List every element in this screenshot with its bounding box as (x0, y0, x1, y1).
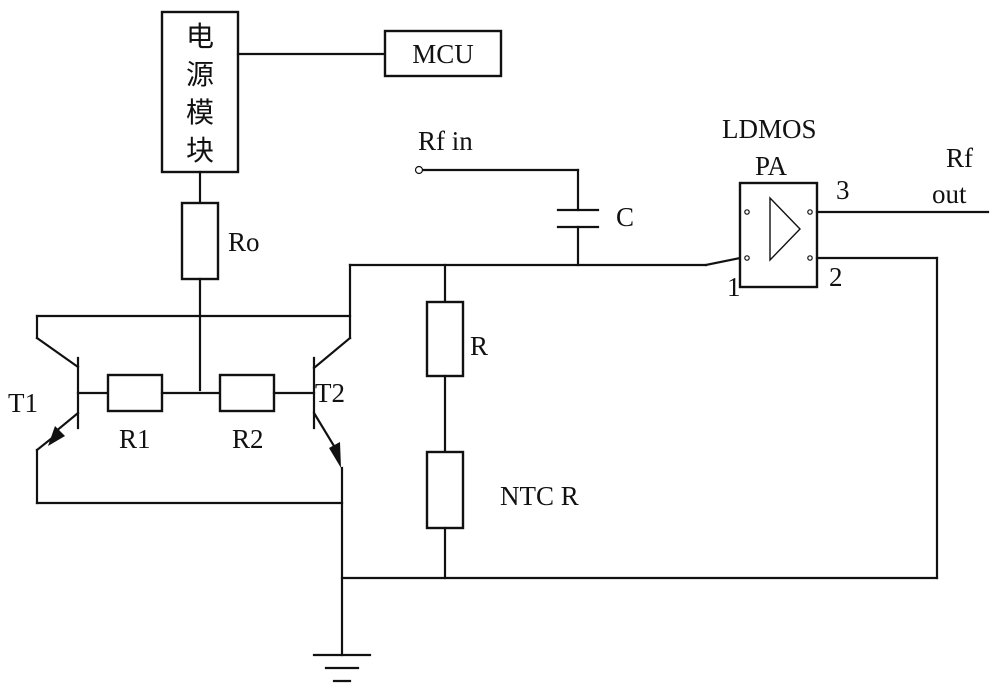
pin3-label: 3 (836, 175, 850, 205)
ntc-r-label: NTC R (500, 481, 579, 511)
rf-out-label-1: Rf (946, 143, 973, 173)
pa-port-right-bottom (807, 255, 813, 261)
wire-to-pin1 (704, 256, 742, 267)
power-module-char-4: 块 (186, 134, 214, 167)
wire-t1-collector (35, 336, 80, 369)
rf-in-label: Rf in (418, 126, 473, 156)
power-module-char-1: 电 (186, 20, 214, 53)
mcu-box (383, 29, 503, 78)
pin2-label: 2 (829, 262, 843, 292)
pa-port-left-top (744, 209, 750, 215)
rf-in-terminal (414, 165, 424, 175)
t1-emitter (53, 411, 80, 434)
r-label: R (470, 331, 488, 361)
pa-port-left-bottom (744, 255, 750, 261)
ro-label: Ro (228, 227, 260, 257)
resistor-ntc (425, 450, 465, 530)
t1-emitter-arrow (48, 426, 65, 446)
c-label: C (616, 202, 634, 232)
r2-label: R2 (232, 424, 264, 454)
pa-port-right-top (807, 209, 813, 215)
wire-t1-emitter-out (35, 436, 54, 452)
t2-collector (312, 336, 352, 370)
rf-out-label-2: out (932, 179, 967, 209)
pin1-label: 1 (727, 272, 741, 302)
resistor-r1 (106, 373, 164, 413)
power-module-box (160, 10, 240, 174)
ldmos-pa-box (738, 181, 819, 289)
t1-label: T1 (8, 388, 38, 418)
t2-emitter-arrow (329, 442, 341, 468)
amplifier-triangle-icon (769, 196, 801, 262)
resistor-r (425, 300, 465, 378)
ldmos-label: LDMOS (722, 114, 817, 144)
pa-label: PA (755, 151, 788, 181)
power-module-char-2: 源 (186, 58, 214, 91)
t2-emitter (312, 411, 336, 448)
t2-label: T2 (315, 378, 345, 408)
r1-label: R1 (119, 424, 151, 454)
resistor-ro (180, 201, 220, 281)
resistor-r2 (218, 373, 276, 413)
power-module-char-3: 模 (186, 96, 214, 129)
mcu-label: MCU (412, 39, 474, 69)
